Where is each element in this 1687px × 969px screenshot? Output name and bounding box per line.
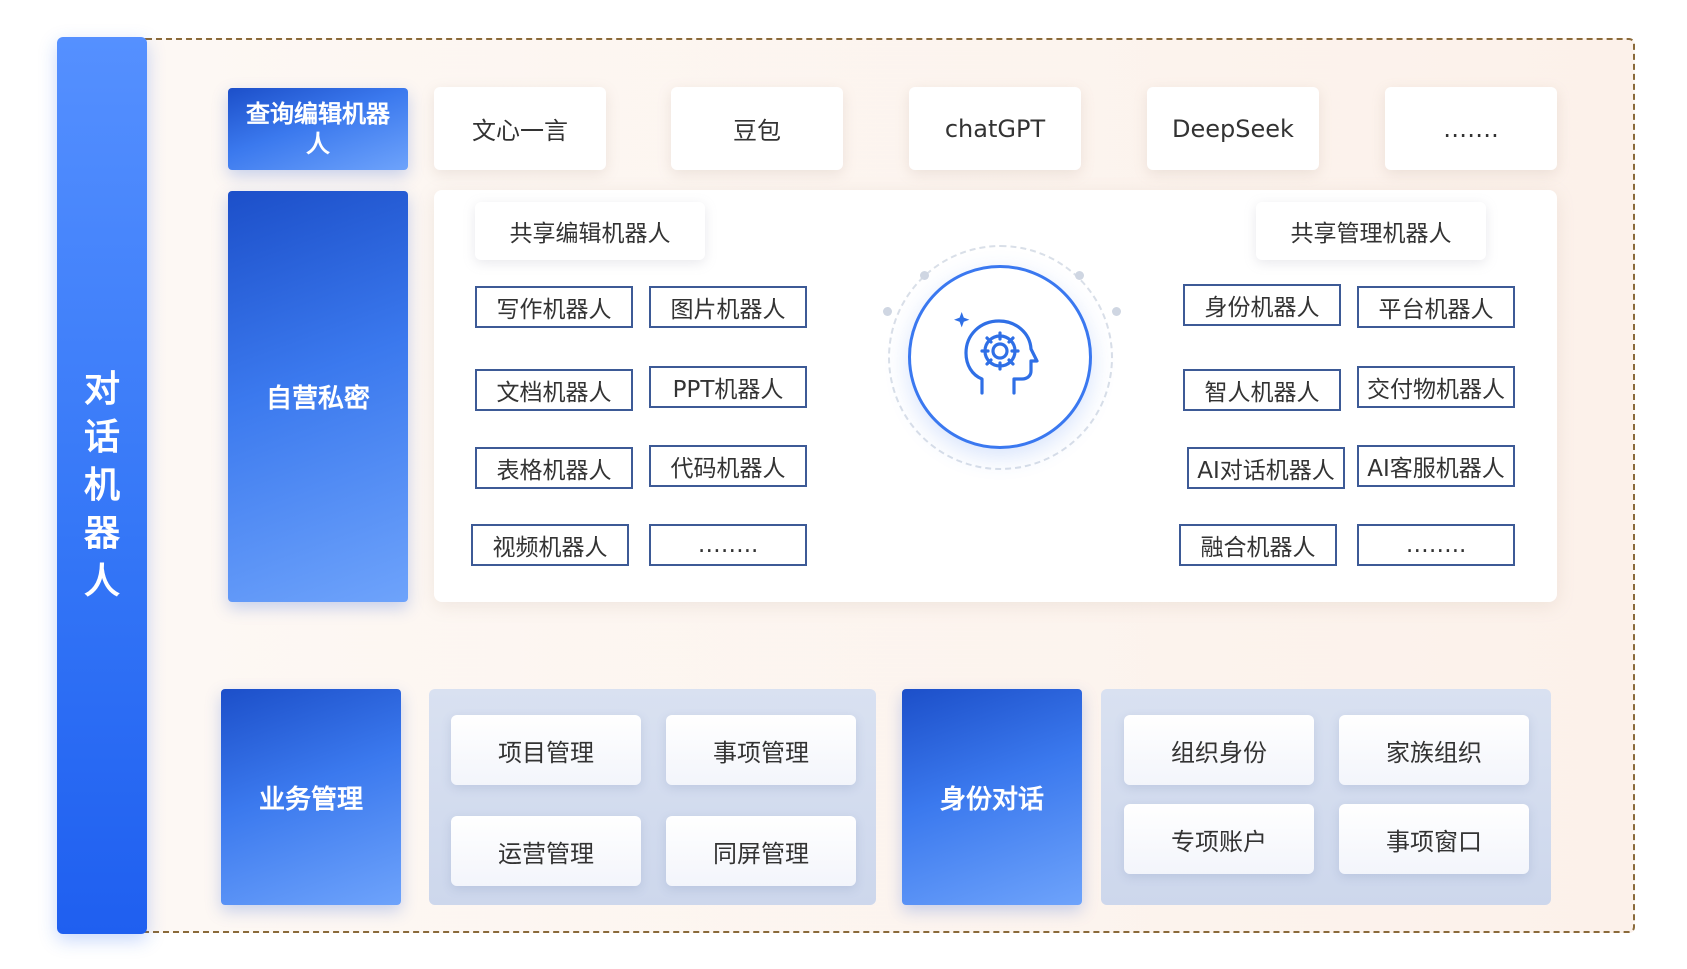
biz-matter-management[interactable]: 事项管理 [666,715,856,785]
id-matter-window[interactable]: 事项窗口 [1339,804,1529,874]
bot-identity[interactable]: 身份机器人 [1183,284,1341,326]
bot-fusion[interactable]: 融合机器人 [1179,524,1337,566]
model-card-more[interactable]: ……. [1385,87,1557,170]
bot-deliverable[interactable]: 交付物机器人 [1357,366,1515,408]
bot-smart-person[interactable]: 智人机器人 [1183,369,1341,411]
side-title: 对话机器人 [83,368,120,602]
bot-code[interactable]: 代码机器人 [649,445,807,487]
ring-dot [1075,271,1084,280]
self-private-block: 自营私密 [228,191,408,602]
shared-edit-bot-header: 共享编辑机器人 [475,202,705,260]
ring-dot [920,271,929,280]
bot-document[interactable]: 文档机器人 [475,369,633,411]
ring-dot [1112,307,1121,316]
bot-right-more[interactable]: …….. [1357,524,1515,566]
biz-project-management[interactable]: 项目管理 [451,715,641,785]
id-family-org[interactable]: 家族组织 [1339,715,1529,785]
id-special-account[interactable]: 专项账户 [1124,804,1314,874]
bot-image[interactable]: 图片机器人 [649,286,807,328]
bot-video[interactable]: 视频机器人 [471,524,629,566]
bot-ppt[interactable]: PPT机器人 [649,366,807,408]
bot-writing[interactable]: 写作机器人 [475,286,633,328]
identity-dialogue-block: 身份对话 [902,689,1082,905]
biz-screen-share-management[interactable]: 同屏管理 [666,816,856,886]
ai-brain-gear-icon [954,312,1039,395]
model-card-chatgpt[interactable]: chatGPT [909,87,1081,170]
biz-operation-management[interactable]: 运营管理 [451,816,641,886]
model-card-wenxin[interactable]: 文心一言 [434,87,606,170]
model-card-deepseek[interactable]: DeepSeek [1147,87,1319,170]
bot-ai-service[interactable]: AI客服机器人 [1357,445,1515,487]
id-org-identity[interactable]: 组织身份 [1124,715,1314,785]
query-edit-bot-block: 查询编辑机器人 [228,88,408,170]
emblem-dashed-ring [888,245,1113,470]
shared-manage-bot-header: 共享管理机器人 [1256,202,1486,260]
bot-platform[interactable]: 平台机器人 [1357,286,1515,328]
ai-brain-emblem [908,265,1092,449]
side-title-bar: 对话机器人 [57,37,147,934]
model-card-doubao[interactable]: 豆包 [671,87,843,170]
ring-dot [883,307,892,316]
business-management-block: 业务管理 [221,689,401,905]
bot-ai-chat[interactable]: AI对话机器人 [1187,447,1345,489]
bot-spreadsheet[interactable]: 表格机器人 [475,447,633,489]
bot-left-more[interactable]: …….. [649,524,807,566]
